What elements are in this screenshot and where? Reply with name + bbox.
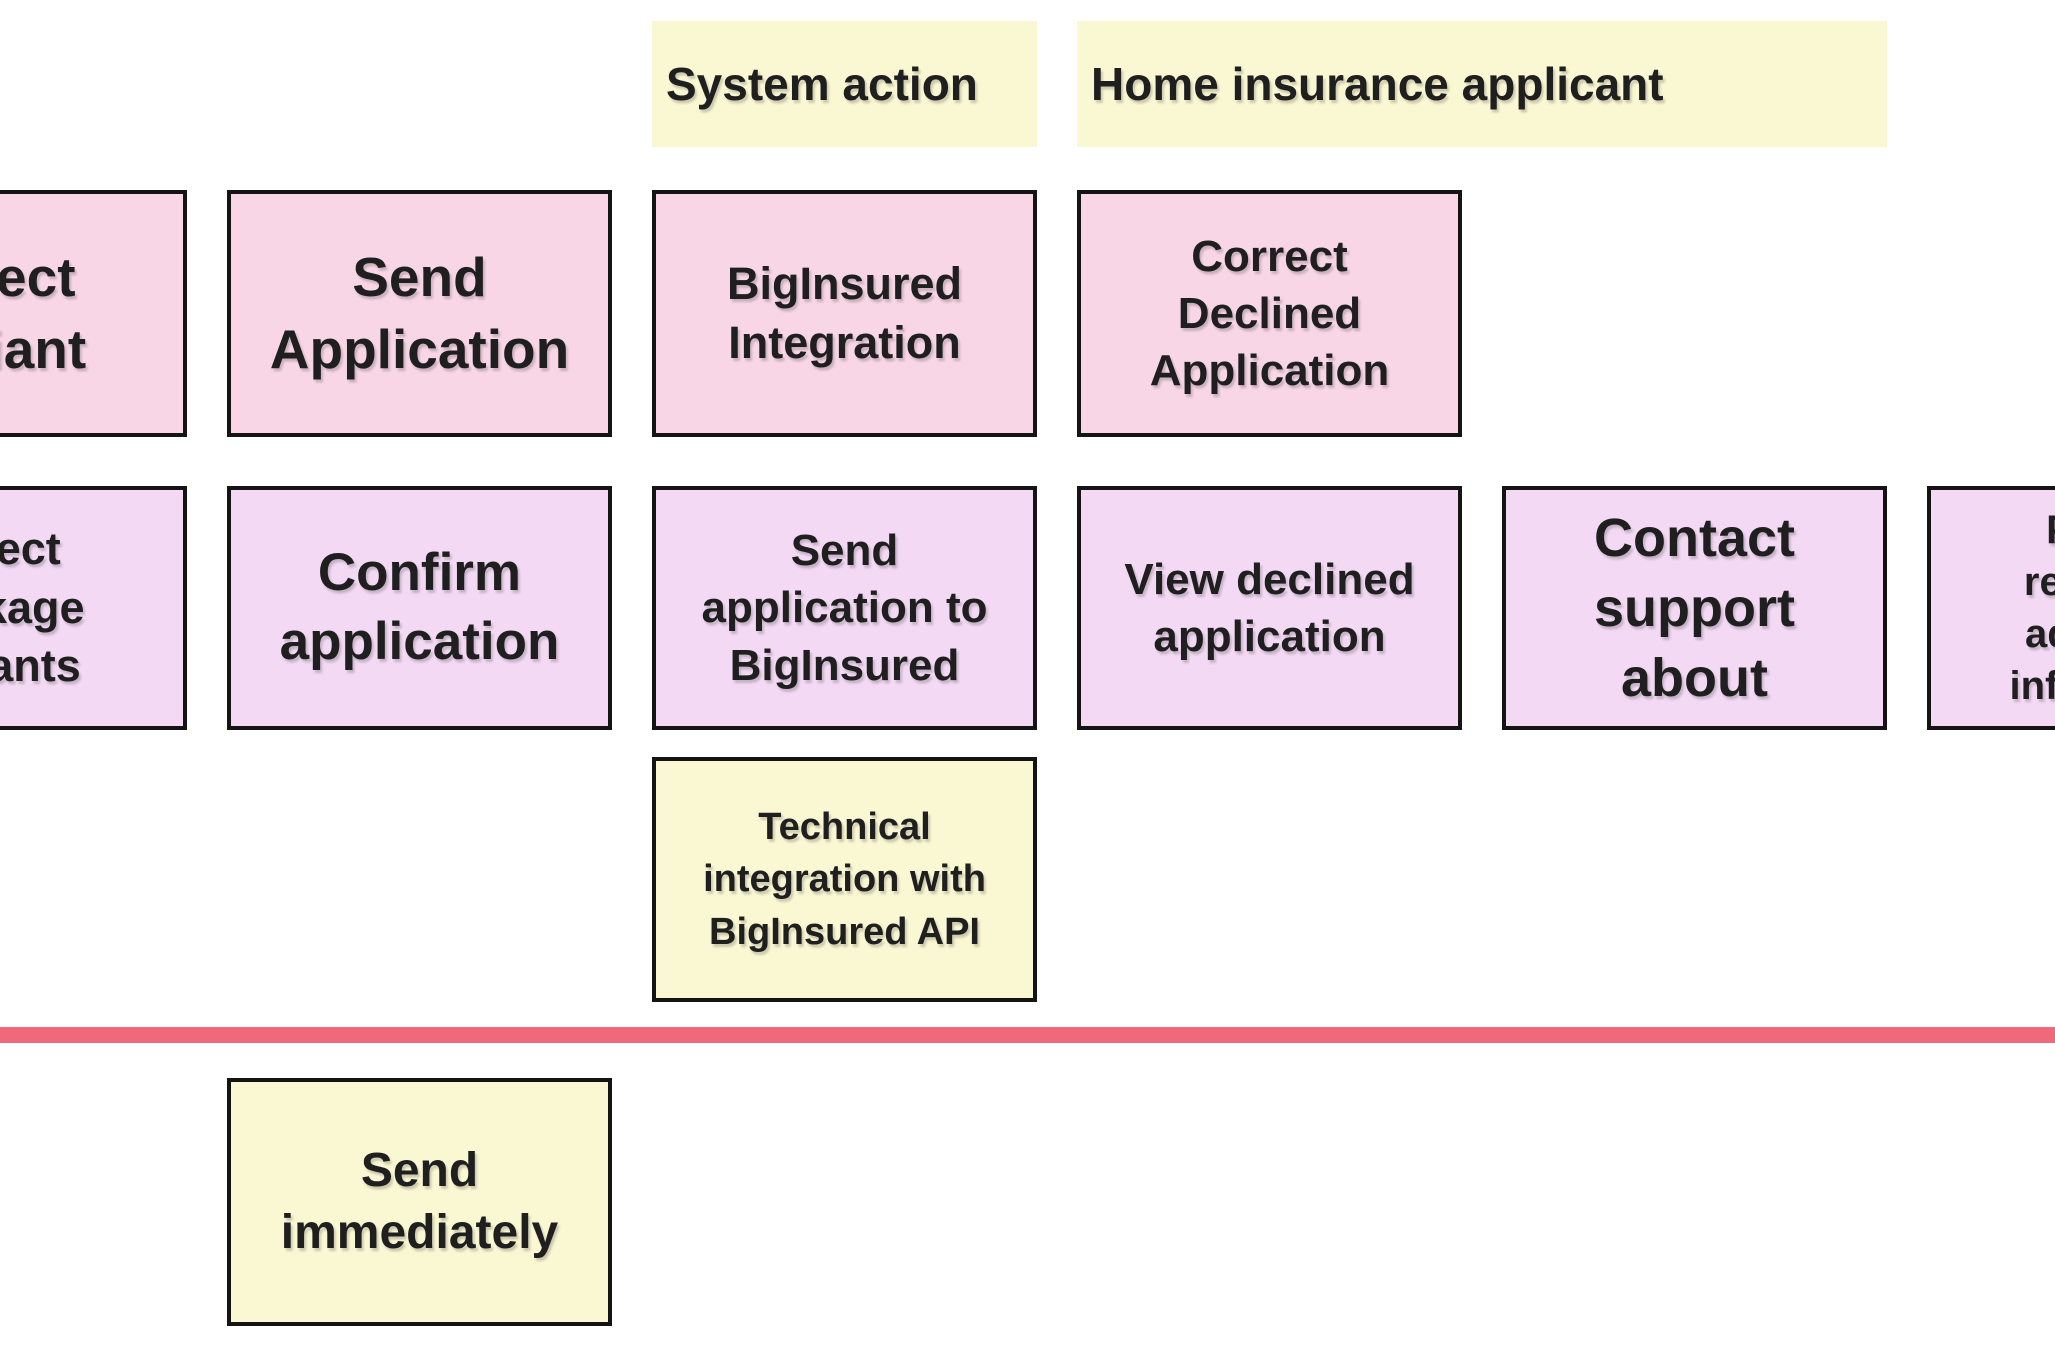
sticky-view-declined-application[interactable]: View declined application bbox=[1077, 486, 1462, 730]
sticky-send-immediately[interactable]: Send immediately bbox=[227, 1078, 612, 1326]
lane-label-home-insurance-applicant[interactable]: Home insurance applicant bbox=[1077, 21, 1887, 147]
sticky-confirm-application[interactable]: Confirm application bbox=[227, 486, 612, 730]
sticky-select-variant[interactable]: Select Variant bbox=[0, 190, 187, 437]
sticky-send-application-to-biginsured[interactable]: Send application to BigInsured bbox=[652, 486, 1037, 730]
sticky-correct-declined-application[interactable]: Correct Declined Application bbox=[1077, 190, 1462, 437]
lane-label-system-action[interactable]: System action bbox=[652, 21, 1037, 147]
sticky-send-application[interactable]: Send Application bbox=[227, 190, 612, 437]
sticky-biginsured-integration[interactable]: BigInsured Integration bbox=[652, 190, 1037, 437]
sticky-provide-requested-additional-information[interactable]: Provide requested additional information bbox=[1927, 486, 2055, 730]
sticky-contact-support-about[interactable]: Contact support about bbox=[1502, 486, 1887, 730]
sticky-technical-integration-biginsured-api[interactable]: Technical integration with BigInsured AP… bbox=[652, 757, 1037, 1002]
sticky-select-package-variants[interactable]: Select package variants bbox=[0, 486, 187, 730]
release-divider-line[interactable] bbox=[0, 1027, 2055, 1043]
